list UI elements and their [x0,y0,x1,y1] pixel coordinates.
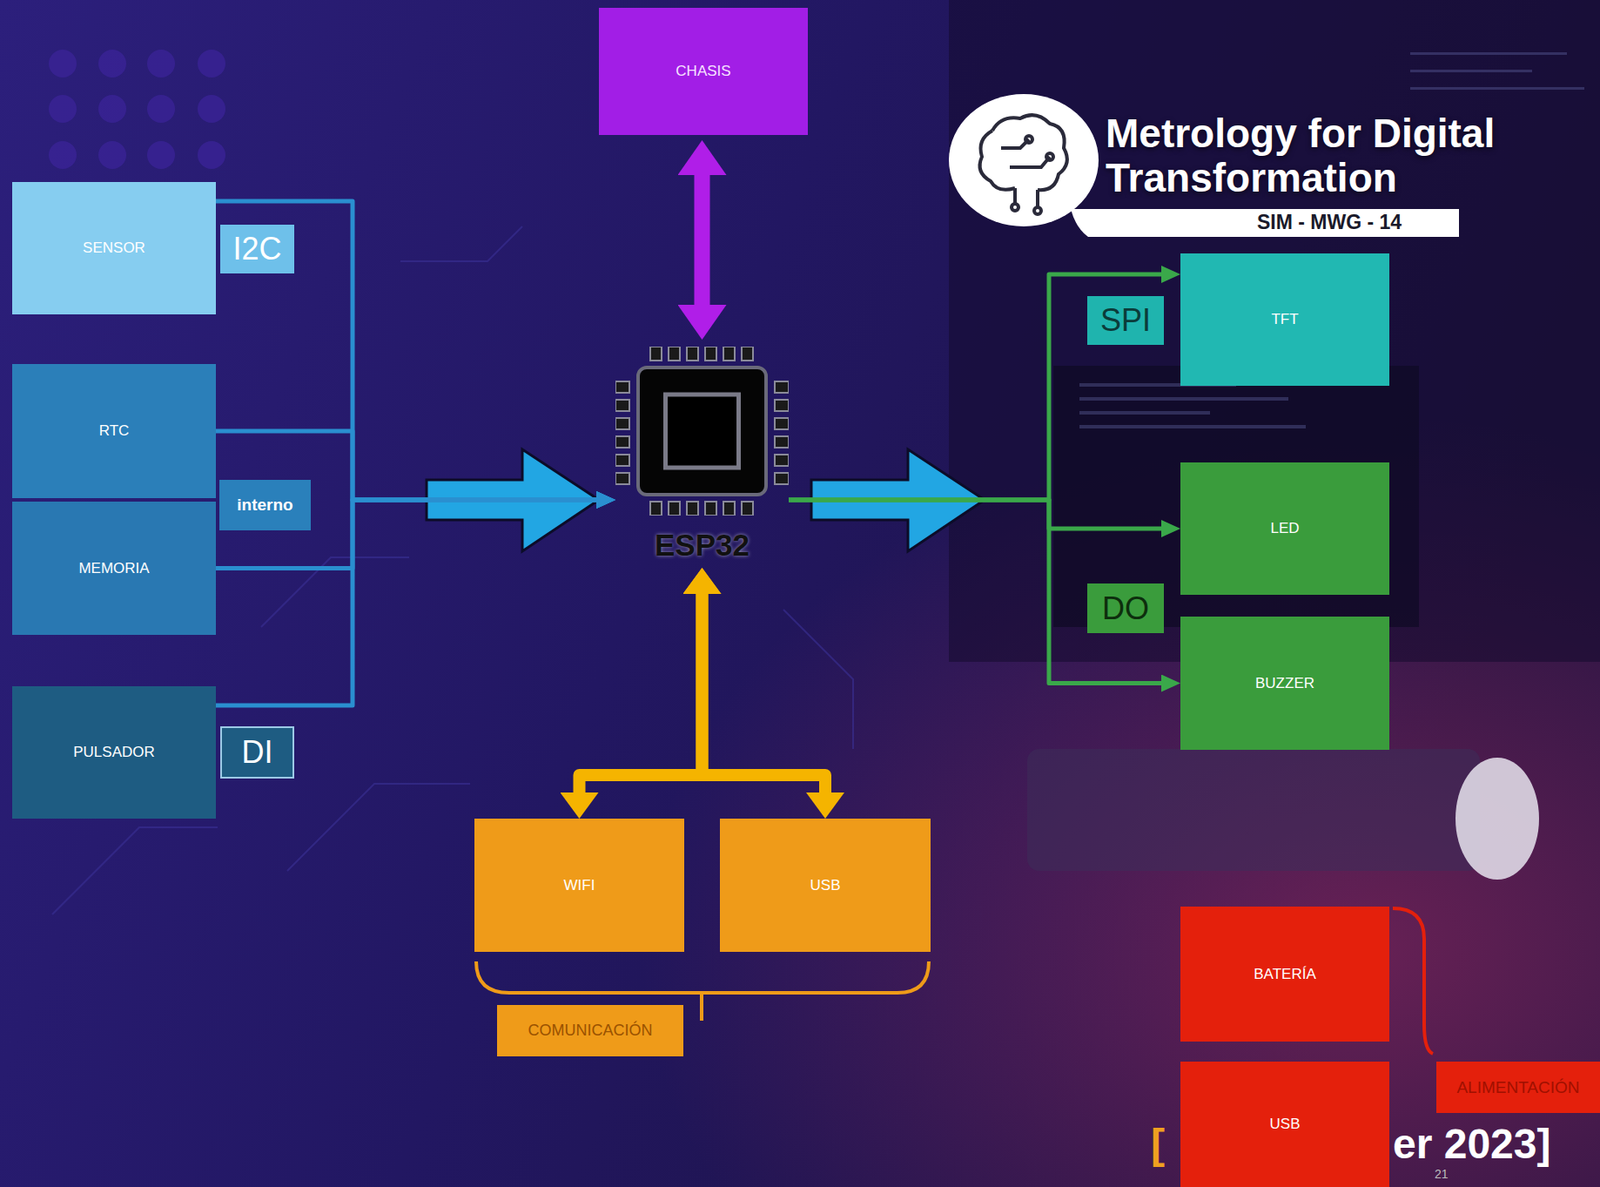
chip-core [665,394,740,468]
bus-tag: I2C [220,224,295,274]
node-label: COMUNICACIÓN [528,1021,653,1040]
bus-tag: SPI [1087,295,1164,345]
group-bracket [476,961,929,993]
chip-pin [774,454,789,466]
chip-pin [615,399,630,411]
node-label: RTC [99,422,130,440]
comm-box: WIFI [474,818,685,952]
chip-icon [615,346,789,516]
connector-arrow [788,274,1165,500]
node-label: WIFI [564,876,596,895]
node-label: LED [1270,519,1299,538]
node-label: BATERÍA [1253,965,1316,983]
chip-pin [705,346,717,361]
chip-pin [668,501,680,516]
chip-pin [774,417,789,430]
chip-pin [615,436,630,448]
comm-box: USB [719,818,931,952]
chip-pin [650,501,662,516]
node-label: BUZZER [1255,674,1315,693]
chip-pin [615,381,630,393]
input-box: RTC [12,363,216,498]
output-box: LED [1180,462,1390,595]
connector-arrow [788,499,1165,684]
connector-arrow [215,201,600,500]
logo-title: Metrology for Digital Transformation [1105,111,1598,200]
connector-arrow [788,499,1165,529]
node-label: SENSOR [82,239,146,257]
chip-pin [774,436,789,448]
output-box: BUZZER [1180,616,1390,750]
node-label: ESP32 [654,527,750,563]
node-label: MEMORIA [78,559,149,578]
brain-icon [980,114,1068,215]
chip-pin [723,346,735,361]
date-fragment: [ [1150,1121,1165,1168]
power-box: USB [1180,1061,1390,1187]
logo-code: SIM - MWG - 14 [1257,211,1402,234]
connector-arrow [702,590,827,796]
chip-pin [686,346,699,361]
chip-pin [650,346,662,361]
group-tag: ALIMENTACIÓN [1436,1061,1600,1113]
chip-body [638,367,767,495]
node-label: I2C [232,230,282,267]
group-bracket [1392,907,1433,1054]
chip-pin [615,417,630,430]
chip-pin [774,381,789,393]
microcontroller: ESP32 [615,346,789,566]
page-number: 21 [1434,1167,1449,1181]
power-box: BATERÍA [1180,906,1390,1042]
chip-pin [615,472,630,485]
node-label: TFT [1270,310,1298,329]
node-label: DI [242,733,274,770]
node-label: CHASIS [675,62,731,81]
node-label: ALIMENTACIÓN [1456,1077,1580,1097]
input-box: PULSADOR [12,685,216,819]
block-box: CHASIS [598,7,808,135]
node-label: USB [1270,1115,1301,1133]
chip-pin [723,501,735,516]
connector-arrow [579,590,703,796]
chip-pin [615,454,630,466]
dot-grid [48,49,226,169]
chip-pin [741,346,753,361]
connector-arrow [694,171,711,309]
chip-pin [774,399,789,411]
bus-tag: interno [219,479,311,531]
bus-tag: DI [220,726,295,779]
connector-arrow [215,499,600,706]
chip-pin [686,501,699,516]
node-label: interno [236,495,293,515]
desk-photo [948,0,1600,880]
output-box: TFT [1180,253,1390,386]
chip-pin [774,472,789,485]
date-fragment: er 2023] [1392,1121,1551,1168]
node-label: USB [810,876,841,895]
bus-tag: DO [1087,583,1164,633]
chip-pin [741,501,753,516]
chip-pin [705,501,717,516]
group-bracket-tick [699,992,704,1021]
input-box: SENSOR [12,181,216,315]
group-tag: COMUNICACIÓN [497,1004,684,1056]
input-box: MEMORIA [12,501,216,635]
node-label: PULSADOR [73,743,155,761]
chip-pin [668,346,680,361]
node-label: DO [1102,590,1150,626]
node-label: SPI [1100,302,1151,338]
